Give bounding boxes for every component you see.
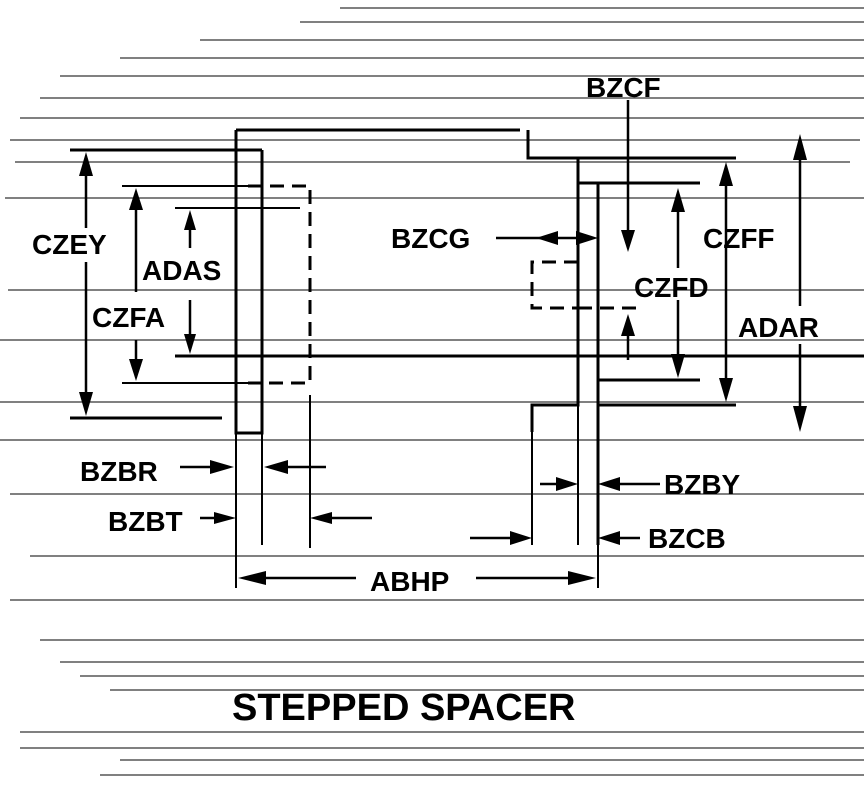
- dimension-adas: [184, 210, 196, 354]
- dimension-bzbr: [180, 460, 326, 474]
- left-hidden-bore: [248, 184, 312, 385]
- dimension-czff: [719, 162, 733, 402]
- dimension-czfd: [671, 188, 685, 378]
- label-czey: CZEY: [32, 229, 107, 260]
- dimension-adar: [793, 134, 807, 432]
- label-adas: ADAS: [142, 255, 221, 286]
- dimension-czfa: [129, 188, 143, 381]
- dimension-bzbt: [200, 512, 372, 524]
- label-bzcg: BZCG: [391, 223, 470, 254]
- right-hidden-bore: [530, 260, 640, 310]
- label-bzcf: BZCF: [586, 72, 661, 103]
- scan-lines: [0, 7, 864, 776]
- left-spacer-outline: [70, 128, 864, 588]
- dimension-bzby: [540, 477, 660, 491]
- dimension-bzcb: [470, 531, 640, 545]
- dimension-czey: [79, 152, 93, 416]
- drawing-title: STEPPED SPACER: [232, 687, 575, 729]
- label-czfd: CZFD: [634, 272, 709, 303]
- label-czfa: CZFA: [92, 302, 165, 333]
- label-czff: CZFF: [703, 223, 775, 254]
- label-bzby: BZBY: [664, 469, 741, 500]
- label-bzbt: BZBT: [108, 506, 183, 537]
- label-adar: ADAR: [738, 312, 819, 343]
- dimension-bzcg: [496, 231, 598, 245]
- dimension-bzcf: [621, 100, 635, 360]
- label-bzbr: BZBR: [80, 456, 158, 487]
- right-spacer-outline: [526, 130, 736, 588]
- dimension-abhp: [238, 571, 596, 585]
- label-bzcb: BZCB: [648, 523, 726, 554]
- label-abhp: ABHP: [370, 566, 449, 597]
